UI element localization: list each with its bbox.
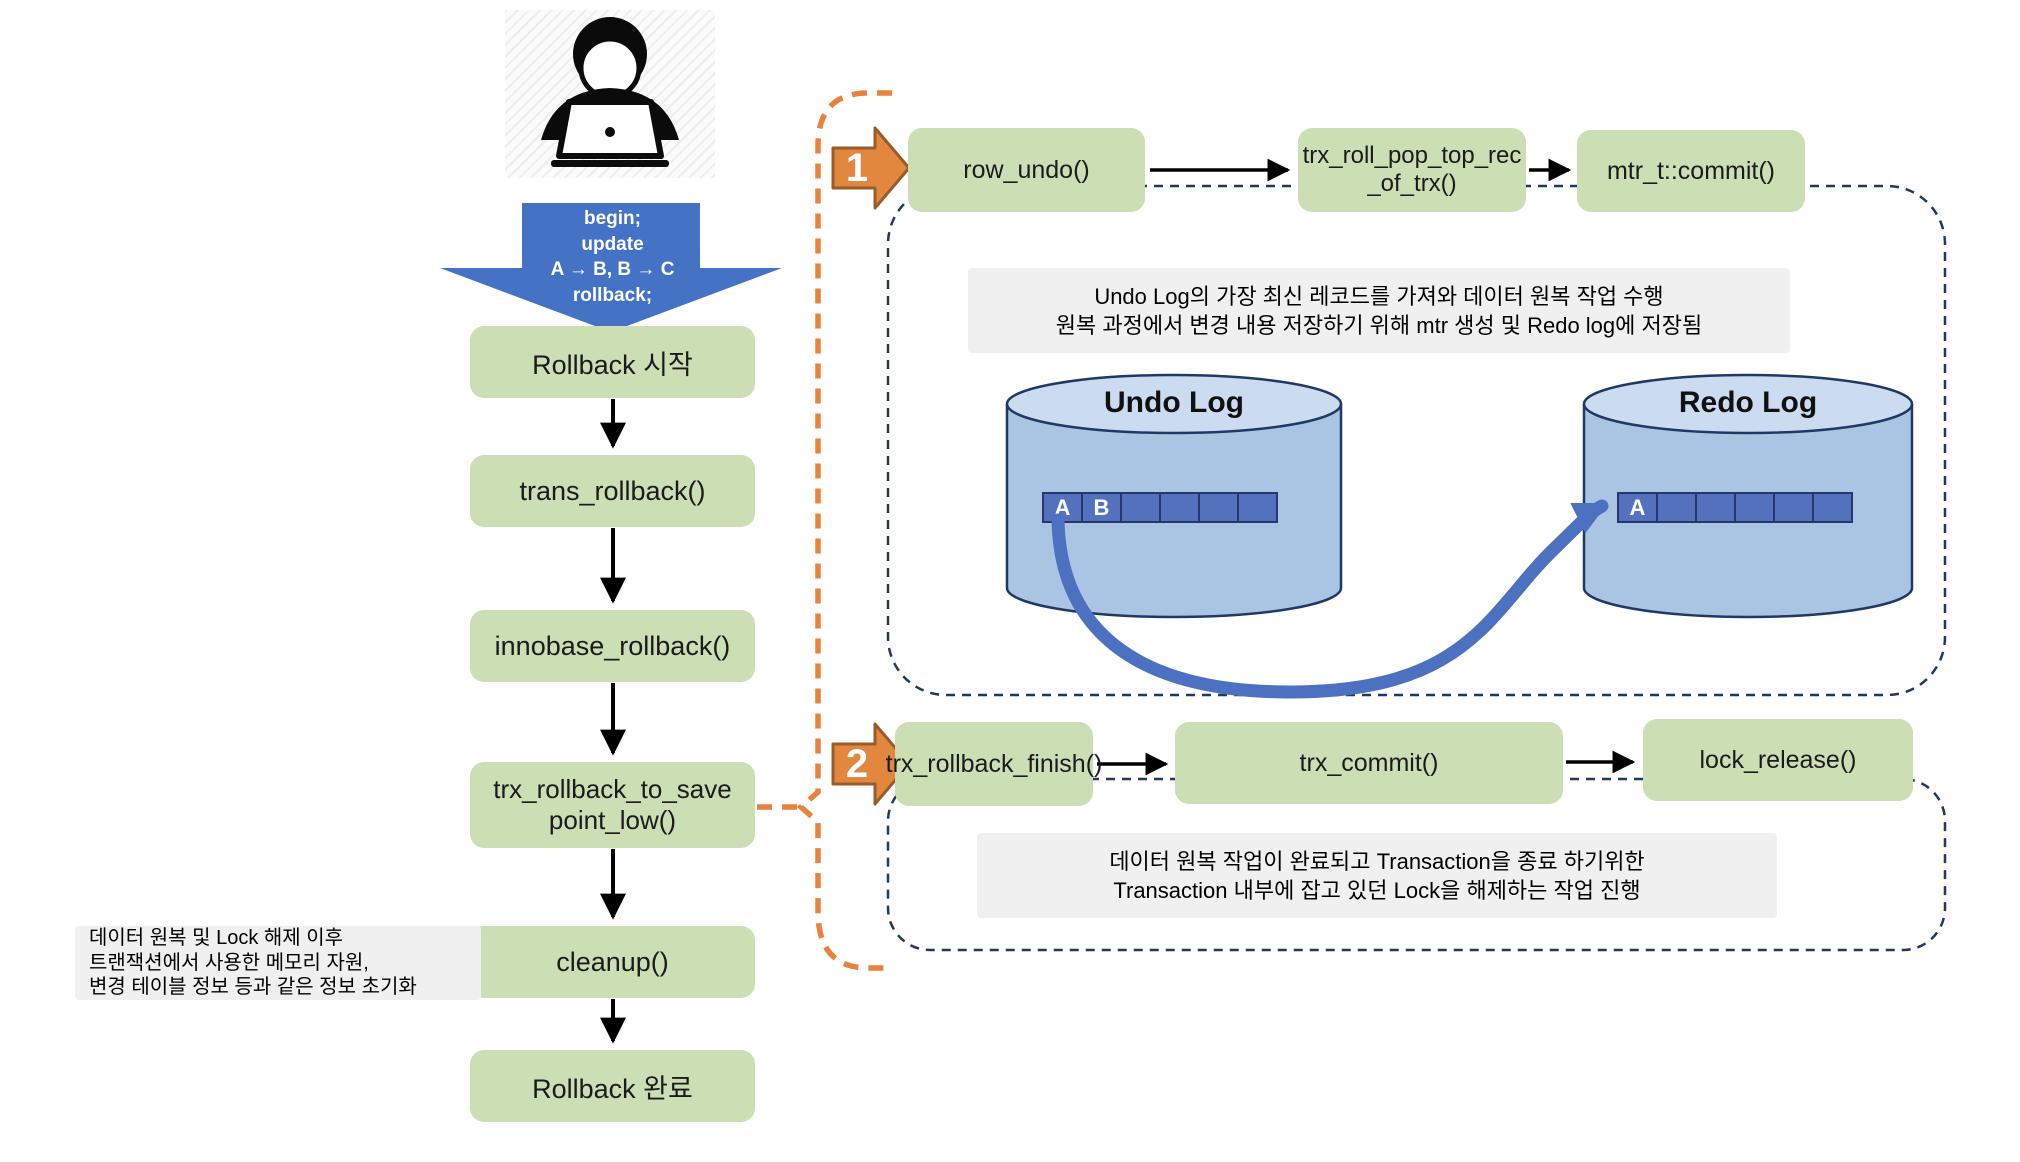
- log-cell: A: [1042, 492, 1083, 523]
- log-cell: [1695, 492, 1736, 523]
- log-cell: A: [1617, 492, 1658, 523]
- undo-log-title: Undo Log: [1104, 386, 1244, 419]
- log-cell: [1812, 492, 1853, 523]
- badge2-arrow-icon: [831, 722, 911, 806]
- undo-log-cells: A B: [1042, 492, 1278, 523]
- step-trx-rollback-to-savepoint-low: trx_rollback_to_save point_low(): [470, 762, 755, 848]
- step-lock-release: lock_release(): [1643, 719, 1913, 801]
- step-cleanup: cleanup(): [470, 926, 755, 998]
- flow2-note: 데이터 원복 작업이 완료되고 Transaction을 종료 하기위한 Tra…: [977, 833, 1777, 918]
- redo-log-cells: A: [1617, 492, 1853, 523]
- log-cell: B: [1081, 492, 1122, 523]
- query-text: begin; update A → B, B → C rollback;: [550, 208, 675, 306]
- step-trx-rollback-finish: trx_rollback_finish(): [886, 722, 1102, 806]
- step-rollback-done: Rollback 완료: [470, 1050, 755, 1122]
- user-icon-box: [505, 10, 715, 178]
- step-trx-commit: trx_commit(): [1175, 722, 1563, 804]
- step-innobase-rollback: innobase_rollback(): [470, 610, 755, 682]
- log-cell: [1120, 492, 1161, 523]
- log-cell: [1656, 492, 1697, 523]
- log-cell: [1198, 492, 1239, 523]
- cleanup-note: 데이터 원복 및 Lock 해제 이후 트랜잭션에서 사용한 메모리 자원, 변…: [75, 926, 481, 1000]
- redo-log-title: Redo Log: [1678, 386, 1818, 419]
- step-trans-rollback: trans_rollback(): [470, 455, 755, 527]
- user-laptop-icon: [541, 17, 679, 167]
- step-trx-roll-pop-top-rec-of-trx: trx_roll_pop_top_rec _of_trx(): [1298, 128, 1526, 212]
- step-mtr-commit: mtr_t::commit(): [1577, 130, 1805, 212]
- step-row-undo: row_undo(): [908, 128, 1145, 212]
- log-cell: [1237, 492, 1278, 523]
- badge2-number: 2: [845, 741, 869, 786]
- log-cell: [1734, 492, 1775, 523]
- badge1-number: 1: [845, 145, 869, 190]
- badge1-arrow-icon: [831, 126, 911, 210]
- log-cell: [1159, 492, 1200, 523]
- undo-log-cylinder: Undo Log A B: [1005, 372, 1343, 620]
- flow1-note: Undo Log의 가장 최신 레코드를 가져와 데이터 원복 작업 수행 원복…: [968, 268, 1790, 353]
- orange-bracket: [796, 90, 892, 971]
- query-down-arrow-icon: [440, 203, 782, 332]
- step-rollback-start: Rollback 시작: [470, 326, 755, 398]
- log-cell: [1773, 492, 1814, 523]
- redo-log-cylinder: Redo Log A: [1582, 372, 1914, 620]
